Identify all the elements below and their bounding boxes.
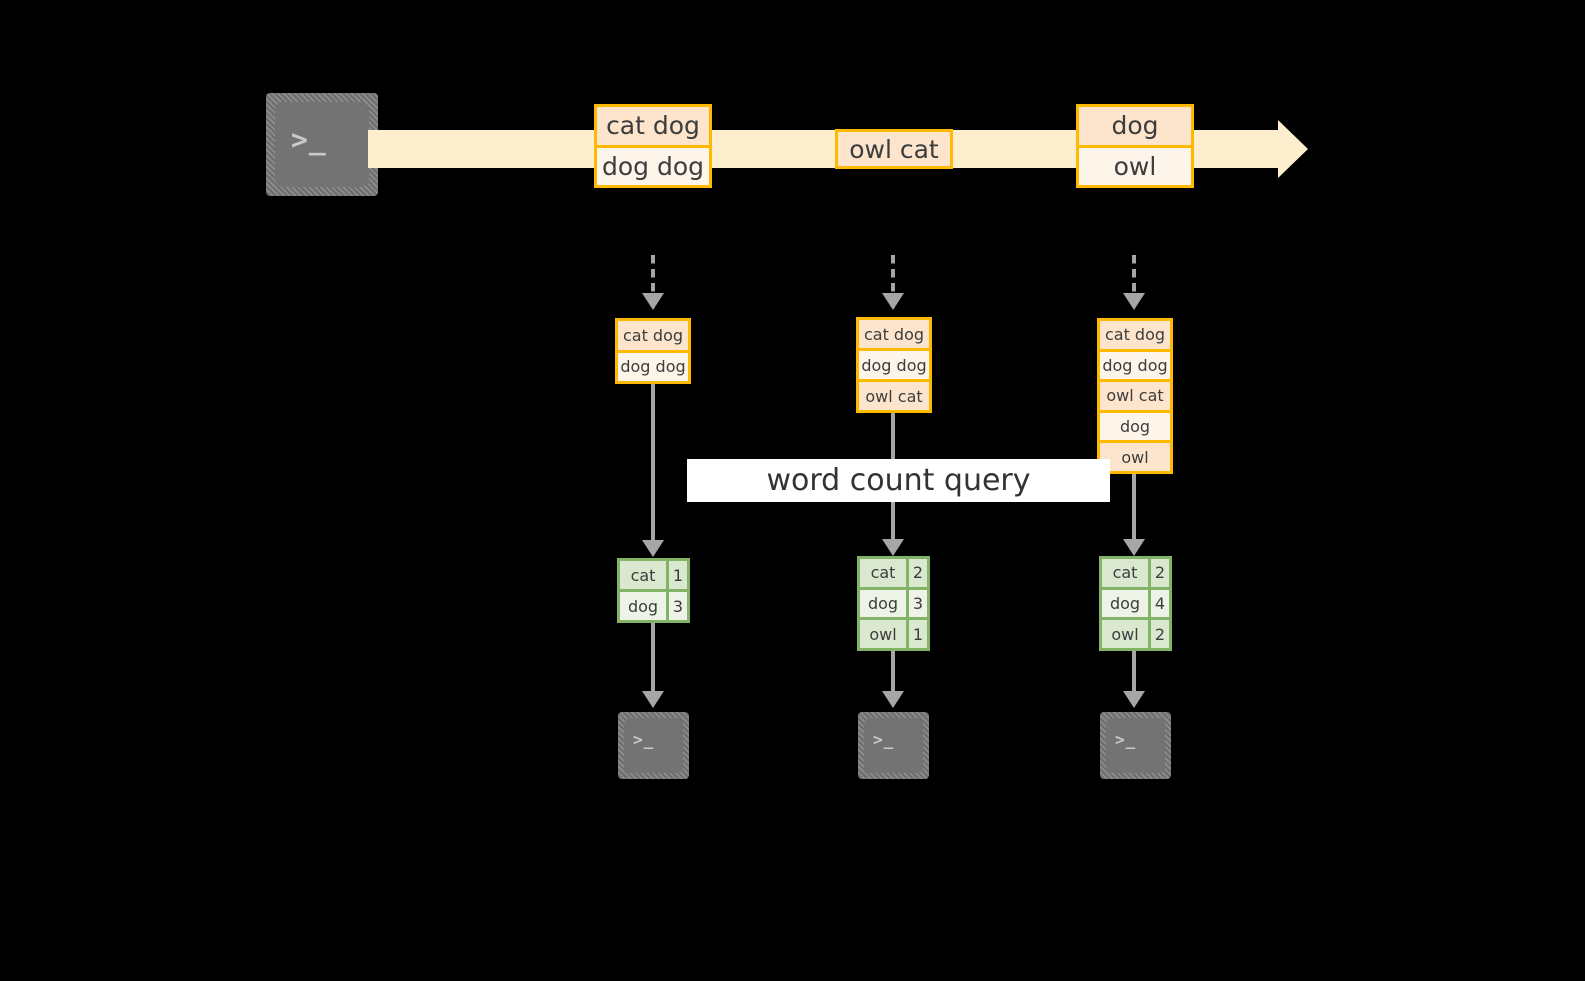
snapshot-2-output-connector	[891, 651, 895, 693]
counts-value-cell: 4	[1148, 589, 1169, 618]
snapshot-3-accumulated-box: cat dog dog dog owl cat dog owl	[1097, 318, 1173, 474]
snapshot-1-query-connector	[651, 384, 655, 542]
counts-value-cell: 3	[666, 592, 687, 620]
accumulated-event-line: dog dog	[859, 348, 929, 379]
stream-to-snapshot-arrowhead-1	[642, 293, 664, 310]
stream-event-line: owl	[1079, 144, 1191, 185]
stream-event-group-3: dog owl	[1076, 104, 1194, 188]
counts-table-row: dog 4	[1102, 586, 1169, 618]
snapshot-1-query-arrowhead	[642, 540, 664, 557]
query-label-band: word count query	[687, 459, 1110, 502]
snapshot-1-output-connector	[651, 623, 655, 693]
counts-word-cell: dog	[620, 592, 666, 620]
counts-table-row: cat 1	[620, 561, 687, 589]
accumulated-event-line: cat dog	[859, 320, 929, 348]
snapshot-3-consumer-terminal-icon: >_	[1100, 712, 1171, 779]
terminal-prompt-glyph: >_	[291, 123, 327, 156]
counts-value-cell: 2	[906, 559, 927, 587]
counts-word-cell: cat	[860, 559, 906, 587]
snapshot-2-query-arrowhead	[882, 539, 904, 556]
terminal-screen: >_	[624, 718, 683, 773]
terminal-prompt-glyph: >_	[1115, 730, 1137, 749]
accumulated-event-line: owl cat	[859, 379, 929, 410]
snapshot-3-query-connector	[1132, 474, 1136, 541]
snapshot-1-consumer-terminal-icon: >_	[618, 712, 689, 779]
producer-terminal-icon: >_	[266, 93, 378, 196]
counts-table-row: dog 3	[620, 589, 687, 620]
snapshot-3-output-arrowhead	[1123, 691, 1145, 708]
terminal-screen: >_	[1106, 718, 1165, 773]
query-label: word count query	[766, 463, 1031, 498]
counts-word-cell: cat	[1102, 559, 1148, 587]
snapshot-1-output-arrowhead	[642, 691, 664, 708]
stream-event-line: cat dog	[597, 107, 709, 145]
stream-to-snapshot-connector-3	[1132, 255, 1136, 295]
stream-to-snapshot-connector-1	[651, 255, 655, 295]
accumulated-event-line: owl cat	[1100, 379, 1170, 410]
counts-table-row: dog 3	[860, 586, 927, 618]
stream-event-line: owl cat	[838, 132, 950, 166]
accumulated-event-line: cat dog	[1100, 321, 1170, 349]
stream-to-snapshot-arrowhead-3	[1123, 293, 1145, 310]
stream-timeline-arrowhead	[1278, 120, 1308, 178]
snapshot-3-output-connector	[1132, 651, 1136, 693]
stream-to-snapshot-arrowhead-2	[882, 293, 904, 310]
terminal-prompt-glyph: >_	[633, 730, 655, 749]
counts-value-cell: 1	[666, 561, 687, 589]
accumulated-event-line: dog	[1100, 409, 1170, 441]
stream-to-snapshot-connector-2	[891, 255, 895, 295]
counts-word-cell: dog	[1102, 589, 1148, 618]
stream-event-line: dog dog	[597, 144, 709, 185]
snapshot-3-query-arrowhead	[1123, 539, 1145, 556]
counts-table-row: owl 2	[1102, 617, 1169, 649]
terminal-screen: >_	[864, 718, 923, 773]
counts-word-cell: owl	[1102, 620, 1148, 649]
snapshot-2-consumer-terminal-icon: >_	[858, 712, 929, 779]
counts-word-cell: dog	[860, 589, 906, 618]
stream-event-group-2: owl cat	[835, 129, 953, 169]
counts-value-cell: 2	[1148, 559, 1169, 587]
accumulated-event-line: owl	[1100, 440, 1170, 471]
counts-word-cell: owl	[860, 620, 906, 649]
terminal-prompt-glyph: >_	[873, 730, 895, 749]
accumulated-event-line: dog dog	[618, 349, 688, 381]
counts-table-row: cat 2	[860, 559, 927, 587]
stream-event-group-1: cat dog dog dog	[594, 104, 712, 188]
counts-value-cell: 3	[906, 589, 927, 618]
snapshot-2-output-arrowhead	[882, 691, 904, 708]
snapshot-3-counts-table: cat 2 dog 4 owl 2	[1099, 556, 1172, 651]
accumulated-event-line: cat dog	[618, 321, 688, 350]
counts-table-row: owl 1	[860, 617, 927, 649]
snapshot-1-counts-table: cat 1 dog 3	[617, 558, 690, 623]
accumulated-event-line: dog dog	[1100, 348, 1170, 380]
snapshot-1-accumulated-box: cat dog dog dog	[615, 318, 691, 384]
terminal-screen: >_	[275, 102, 369, 187]
counts-table-row: cat 2	[1102, 559, 1169, 587]
counts-value-cell: 2	[1148, 620, 1169, 649]
stream-event-line: dog	[1079, 107, 1191, 145]
counts-word-cell: cat	[620, 561, 666, 589]
counts-value-cell: 1	[906, 620, 927, 649]
snapshot-2-accumulated-box: cat dog dog dog owl cat	[856, 317, 932, 413]
snapshot-2-counts-table: cat 2 dog 3 owl 1	[857, 556, 930, 651]
